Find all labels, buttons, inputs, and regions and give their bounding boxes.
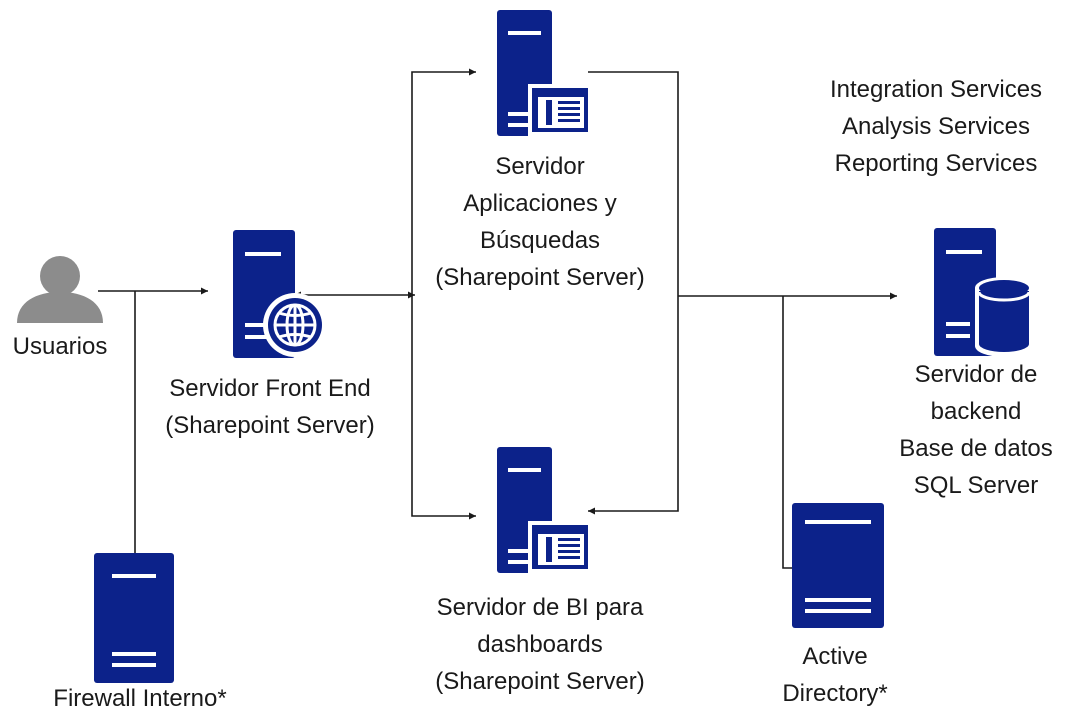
backend-label-line-1: Servidor de (914, 361, 1038, 388)
connector-app-right (588, 71, 679, 296)
services-list: Integration Services Analysis Services R… (806, 71, 1066, 182)
backend-label-line-2: backend (930, 398, 1022, 425)
connectors (98, 68, 897, 569)
bi-label-line-3: (Sharepoint Server) (435, 668, 645, 695)
frontend-label: Servidor Front End (Sharepoint Server) (130, 370, 410, 444)
app-search-label-line-2: Aplicaciones y (463, 190, 617, 217)
connector-bi-right (588, 296, 679, 515)
application-server-icon (497, 447, 592, 573)
server-tower-icon (94, 553, 174, 683)
active-directory-label-line-2: Directory* (782, 680, 888, 707)
service-item: Analysis Services (841, 113, 1031, 140)
bi-label-line-1: Servidor de BI para (436, 594, 644, 621)
connector-to-bi-server (411, 295, 476, 520)
backend-label: Servidor de backend Base de datos SQL Se… (878, 356, 1074, 504)
database-icon (975, 277, 1033, 357)
bi-label-line-2: dashboards (477, 631, 603, 658)
globe-icon (263, 293, 327, 357)
usuarios-label: Usuarios (12, 333, 108, 360)
database-server-icon (934, 228, 1033, 357)
backend-label-line-4: SQL Server (913, 472, 1039, 499)
bi-label: Servidor de BI para dashboards (Sharepoi… (400, 589, 680, 700)
server-tower-icon (792, 503, 884, 628)
web-server-icon (233, 230, 327, 358)
app-search-label-line-3: Búsquedas (479, 227, 601, 254)
app-search-label-line-1: Servidor (495, 153, 585, 180)
app-search-label: Servidor Aplicaciones y Búsquedas (Share… (400, 148, 680, 296)
application-server-icon (497, 10, 592, 136)
frontend-label-line-2: (Sharepoint Server) (165, 412, 375, 439)
service-item: Reporting Services (834, 150, 1038, 177)
app-search-label-line-4: (Sharepoint Server) (435, 264, 645, 291)
connector-to-app-server (411, 68, 476, 295)
active-directory-label: Active Directory* (750, 638, 920, 712)
user-icon (17, 256, 103, 323)
frontend-label-line-1: Servidor Front End (169, 375, 371, 402)
connector-active-directory (782, 296, 793, 569)
active-directory-label-line-1: Active (802, 643, 868, 670)
backend-label-line-3: Base de datos (899, 435, 1053, 462)
firewall-label: Firewall Interno* (53, 685, 227, 712)
service-item: Integration Services (829, 76, 1043, 103)
